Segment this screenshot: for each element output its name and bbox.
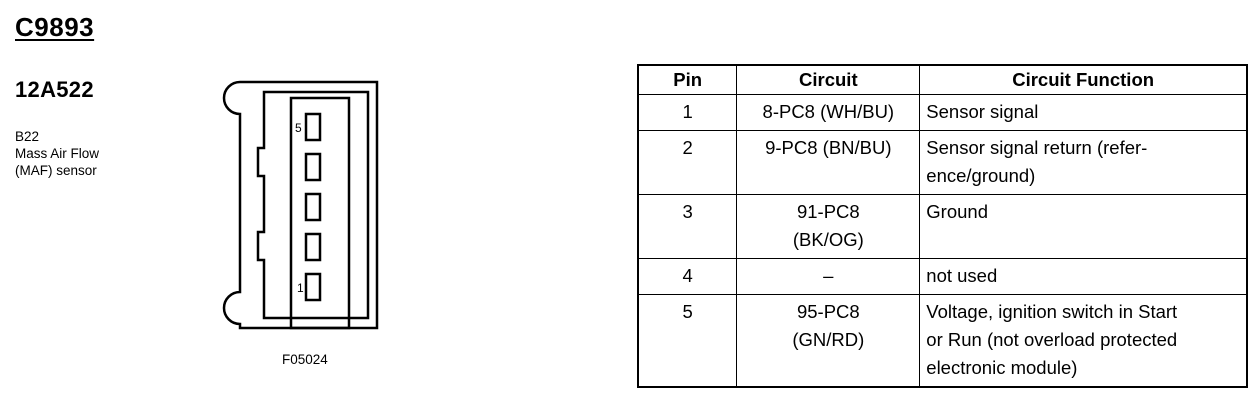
table-row: 2 9-PC8 (BN/BU) Sensor signal return (re… bbox=[637, 130, 1248, 195]
table-header-row: Pin Circuit Circuit Function bbox=[637, 64, 1248, 95]
circuit-line: 95-PC8 bbox=[796, 301, 860, 322]
figure-code: F05024 bbox=[282, 352, 328, 367]
header-circuit-function: Circuit Function bbox=[919, 64, 1248, 95]
pin-cell: 4 bbox=[637, 258, 738, 295]
pin-cavity-5 bbox=[304, 112, 322, 142]
pin-cavity-1 bbox=[304, 272, 322, 302]
component-code: B22 bbox=[15, 129, 40, 144]
pin-cavity-4 bbox=[304, 152, 322, 182]
circuit-cell: – bbox=[736, 258, 921, 295]
function-cell: Ground bbox=[919, 194, 1248, 259]
function-cell: Sensor signal bbox=[919, 94, 1248, 131]
table-row: 5 95-PC8 (GN/RD) Voltage, ignition switc… bbox=[637, 294, 1248, 388]
table-row: 4 – not used bbox=[637, 258, 1248, 295]
pinout-table: Pin Circuit Circuit Function 1 8-PC8 (WH… bbox=[637, 64, 1248, 388]
circuit-line: – bbox=[823, 265, 834, 286]
connector-housing-outline bbox=[222, 80, 379, 330]
pin-label-1: 1 bbox=[297, 281, 304, 295]
circuit-line: 9-PC8 (BN/BU) bbox=[765, 137, 892, 158]
circuit-cell: 8-PC8 (WH/BU) bbox=[736, 94, 921, 131]
function-line: electronic module) bbox=[926, 357, 1078, 378]
function-line: Ground bbox=[926, 201, 988, 222]
part-number: 12A522 bbox=[15, 77, 94, 102]
circuit-line: 8-PC8 (WH/BU) bbox=[762, 101, 895, 122]
component-description: B22 Mass Air Flow (MAF) sensor bbox=[15, 128, 99, 179]
function-line: Voltage, ignition switch in Start bbox=[926, 301, 1178, 322]
header-pin: Pin bbox=[637, 64, 738, 95]
connector-pin-cavities bbox=[304, 112, 322, 302]
function-line: not used bbox=[926, 265, 998, 286]
circuit-cell: 91-PC8 (BK/OG) bbox=[736, 194, 921, 259]
pin-label-5: 5 bbox=[295, 121, 302, 135]
function-cell: Voltage, ignition switch in Start or Run… bbox=[919, 294, 1248, 388]
table-row: 1 8-PC8 (WH/BU) Sensor signal bbox=[637, 94, 1248, 131]
function-cell: not used bbox=[919, 258, 1248, 295]
component-abbrev: (MAF) sensor bbox=[15, 163, 97, 178]
pin-cell: 1 bbox=[637, 94, 738, 131]
function-line: ence/ground) bbox=[926, 165, 1036, 186]
circuit-line: 91-PC8 bbox=[796, 201, 860, 222]
table-row: 3 91-PC8 (BK/OG) Ground bbox=[637, 194, 1248, 259]
pin-cavity-3 bbox=[304, 192, 322, 222]
connector-inner-outline bbox=[256, 90, 370, 320]
function-line: or Run (not overload protected bbox=[926, 329, 1178, 350]
connector-terminal-frame bbox=[289, 96, 351, 330]
circuit-line: (GN/RD) bbox=[792, 329, 865, 350]
connector-face-diagram: 5 1 bbox=[222, 80, 379, 330]
pin-cell: 3 bbox=[637, 194, 738, 259]
circuit-cell: 9-PC8 (BN/BU) bbox=[736, 130, 921, 195]
pin-cell: 2 bbox=[637, 130, 738, 195]
connector-id: C9893 bbox=[15, 12, 95, 42]
function-line: Sensor signal bbox=[926, 101, 1039, 122]
pin-cavity-2 bbox=[304, 232, 322, 262]
function-cell: Sensor signal return (refer- ence/ground… bbox=[919, 130, 1248, 195]
circuit-line: (BK/OG) bbox=[792, 229, 864, 250]
pin-cell: 5 bbox=[637, 294, 738, 388]
header-circuit: Circuit bbox=[736, 64, 921, 95]
component-name: Mass Air Flow bbox=[15, 146, 100, 161]
circuit-cell: 95-PC8 (GN/RD) bbox=[736, 294, 921, 388]
function-line: Sensor signal return (refer- bbox=[926, 137, 1148, 158]
